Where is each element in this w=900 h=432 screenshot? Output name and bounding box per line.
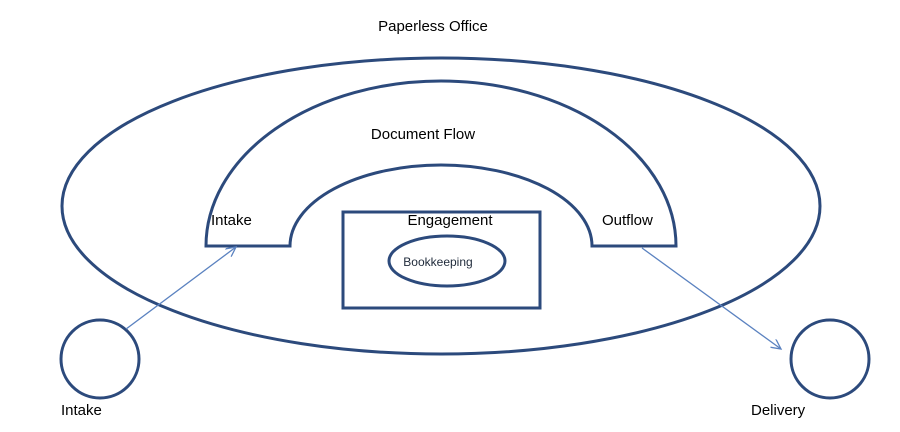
engagement-box [341, 210, 542, 310]
intake-circle-label: Intake [61, 402, 102, 419]
arch-intake-label: Intake [211, 212, 252, 229]
bookkeeping-label: Bookkeeping [403, 255, 472, 269]
intake-circle [59, 318, 141, 400]
document-flow-arch [204, 79, 678, 248]
paperless-office-ellipse [60, 56, 822, 356]
document-flow-label: Document Flow [371, 126, 475, 143]
delivery-arrow [641, 247, 781, 349]
paperless-office-title: Paperless Office [378, 18, 488, 35]
intake-arrow [125, 247, 236, 330]
engagement-label: Engagement [407, 212, 493, 229]
bookkeeping-ellipse [387, 234, 507, 288]
outflow-label: Outflow [602, 212, 653, 229]
delivery-label: Delivery [751, 402, 806, 419]
delivery-circle [789, 318, 871, 400]
